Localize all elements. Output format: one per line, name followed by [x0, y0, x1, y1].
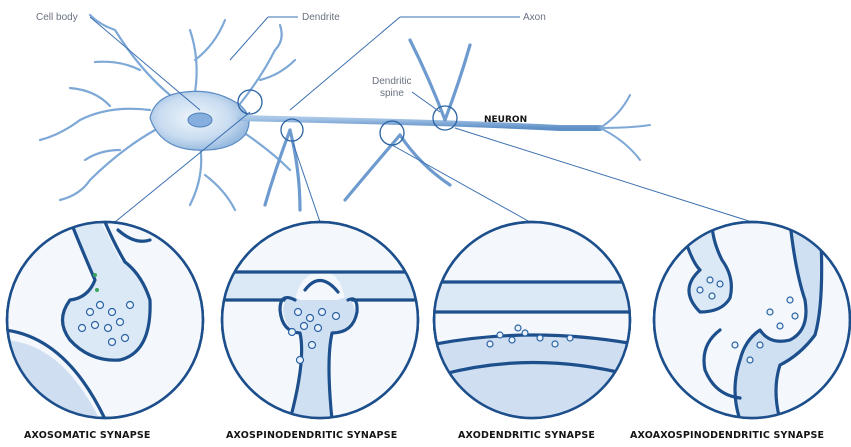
synapse-axoaxospinodendritic — [654, 222, 850, 420]
synapse-captions: AXOSOMATIC SYNAPSE AXOSPINODENDRITIC SYN… — [24, 430, 824, 441]
label-dendritic-spine-1: Dendritic — [372, 76, 411, 87]
nucleus — [188, 113, 212, 127]
caption-axoaxospinodendritic: AXOAXOSPINODENDRITIC SYNAPSE — [630, 430, 824, 441]
caption-axospinodendritic: AXOSPINODENDRITIC SYNAPSE — [226, 430, 397, 441]
label-dendritic-spine-2: spine — [380, 88, 404, 99]
synapse-axodendritic — [430, 222, 640, 447]
label-axon: Axon — [523, 12, 546, 23]
caption-axodendritic: AXODENDRITIC SYNAPSE — [458, 430, 595, 441]
neuron-illustration — [40, 15, 650, 210]
caption-axosomatic: AXOSOMATIC SYNAPSE — [24, 430, 151, 441]
label-cell-body: Cell body — [36, 12, 78, 23]
synapse-axospinodendritic — [210, 222, 430, 420]
label-dendrite: Dendrite — [302, 12, 340, 23]
neuron-labels: Cell body Dendrite Axon Dendritic spine … — [36, 12, 752, 222]
label-neuron: NEURON — [484, 115, 527, 125]
synapse-axosomatic — [0, 210, 203, 447]
